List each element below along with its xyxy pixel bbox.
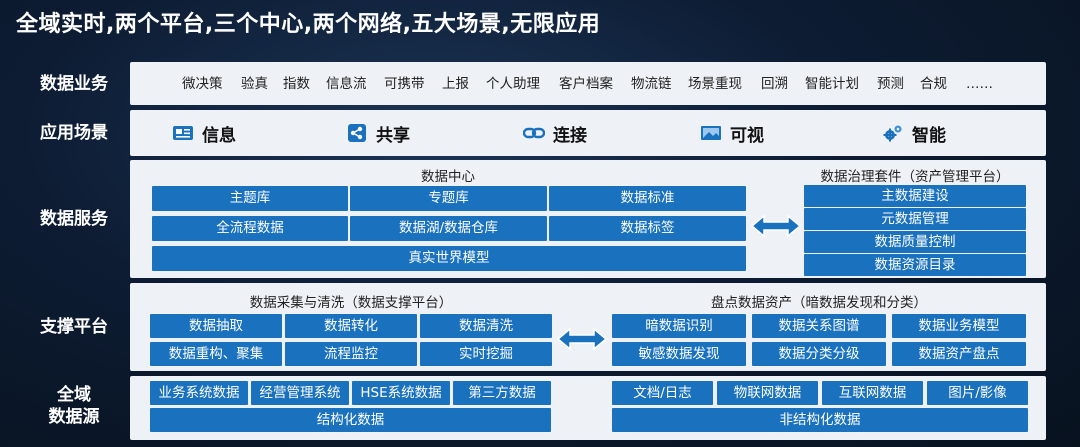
business-item: 指数 <box>283 76 310 92</box>
collection-box: 数据重构、聚集 <box>150 342 282 366</box>
structured-source-box: 第三方数据 <box>453 381 551 405</box>
scene-label: 共享 <box>376 125 410 146</box>
image-view-icon <box>701 126 721 140</box>
collection-box: 流程监控 <box>285 342 417 366</box>
center-box: 数据标签 <box>549 216 746 241</box>
row-label-sources-line2: 数据源 <box>48 407 100 427</box>
business-item: 客户档案 <box>559 76 613 92</box>
share-icon <box>348 124 366 142</box>
collection-box: 实时挖掘 <box>420 342 552 366</box>
structured-source-box: 业务系统数据 <box>150 381 248 405</box>
governance-box: 数据质量控制 <box>804 231 1026 253</box>
unstructured-data-bar: 非结构化数据 <box>612 408 1028 432</box>
page-title: 全域实时,两个平台,三个中心,两个网络,五大场景,无限应用 <box>16 12 601 37</box>
scene-label: 连接 <box>553 125 587 146</box>
scene-label: 信息 <box>202 125 236 146</box>
support-panel: 数据采集与清洗（数据支撑平台） 数据抽取 数据转化 数据清洗 数据重构、聚集 流… <box>130 283 1046 371</box>
center-box-wide: 真实世界模型 <box>152 246 746 271</box>
row-label-business: 数据业务 <box>40 74 108 94</box>
inventory-box: 数据分类分级 <box>752 342 886 366</box>
center-box: 数据湖/数据仓库 <box>350 216 547 241</box>
collection-box: 数据转化 <box>285 314 417 338</box>
sources-panel: 业务系统数据 经营管理系统 HSE系统数据 第三方数据 结构化数据 文档/日志 … <box>130 376 1046 440</box>
unstructured-source-box: 物联网数据 <box>717 381 818 405</box>
business-item: 个人助理 <box>486 76 540 92</box>
business-item: 微决策 <box>182 76 223 92</box>
scene-label: 可视 <box>730 125 764 146</box>
structured-data-bar: 结构化数据 <box>150 408 551 432</box>
business-item: 验真 <box>241 76 268 92</box>
business-item: …… <box>966 76 993 92</box>
governance-box: 元数据管理 <box>804 208 1026 230</box>
link-icon <box>523 127 545 139</box>
business-item: 物流链 <box>631 76 672 92</box>
center-box: 数据标准 <box>549 186 746 211</box>
row-label-support: 支撑平台 <box>40 317 108 337</box>
governance-title: 数据治理套件（资产管理平台） <box>820 169 1010 185</box>
governance-box: 数据资源目录 <box>804 254 1026 276</box>
business-item: 预测 <box>877 76 904 92</box>
business-item: 上报 <box>442 76 469 92</box>
scene-smart: 智能 <box>882 110 946 156</box>
double-arrow-icon <box>556 328 608 350</box>
center-box: 专题库 <box>350 186 547 211</box>
gears-icon <box>883 125 902 142</box>
data-center-title: 数据中心 <box>421 169 475 185</box>
business-item: 回溯 <box>761 76 788 92</box>
governance-box: 主数据建设 <box>804 185 1026 207</box>
row-label-services: 数据服务 <box>40 209 108 229</box>
business-item: 信息流 <box>326 76 367 92</box>
inventory-box: 数据资产盘点 <box>892 342 1026 366</box>
collection-box: 数据抽取 <box>150 314 282 338</box>
business-panel: 微决策 验真 指数 信息流 可携带 上报 个人助理 客户档案 物流链 场景重现 … <box>130 62 1046 105</box>
scenes-panel: 信息 共享 连接 可视 智能 <box>130 110 1046 156</box>
unstructured-source-box: 互联网数据 <box>822 381 923 405</box>
unstructured-source-box: 图片/影像 <box>927 381 1028 405</box>
inventory-box: 数据关系图谱 <box>752 314 886 338</box>
services-panel: 数据中心 主题库 专题库 数据标准 全流程数据 数据湖/数据仓库 数据标签 真实… <box>130 160 1046 278</box>
scene-info: 信息 <box>172 110 236 156</box>
info-card-icon <box>173 126 193 140</box>
inventory-box: 数据业务模型 <box>892 314 1026 338</box>
center-box: 全流程数据 <box>152 216 348 241</box>
double-arrow-icon <box>750 215 802 237</box>
row-label-sources-line1: 全域 <box>57 385 91 405</box>
row-label-scenes: 应用场景 <box>40 123 108 143</box>
collection-title: 数据采集与清洗（数据支撑平台） <box>249 295 453 311</box>
inventory-box: 敏感数据发现 <box>612 342 746 366</box>
scene-visual: 可视 <box>700 110 764 156</box>
structured-source-box: 经营管理系统 <box>251 381 349 405</box>
center-box: 主题库 <box>152 186 348 211</box>
inventory-title: 盘点数据资产（暗数据发现和分类） <box>711 295 927 311</box>
inventory-box: 暗数据识别 <box>612 314 746 338</box>
business-item: 智能计划 <box>805 76 859 92</box>
business-item: 场景重现 <box>688 76 742 92</box>
collection-box: 数据清洗 <box>420 314 552 338</box>
scene-label: 智能 <box>912 125 946 146</box>
unstructured-source-box: 文档/日志 <box>612 381 713 405</box>
scene-connect: 连接 <box>523 110 587 156</box>
row-label-sources: 全域 数据源 <box>18 384 130 428</box>
business-item: 可携带 <box>384 76 425 92</box>
scene-share: 共享 <box>346 110 410 156</box>
structured-source-box: HSE系统数据 <box>352 381 450 405</box>
business-item: 合规 <box>920 76 947 92</box>
